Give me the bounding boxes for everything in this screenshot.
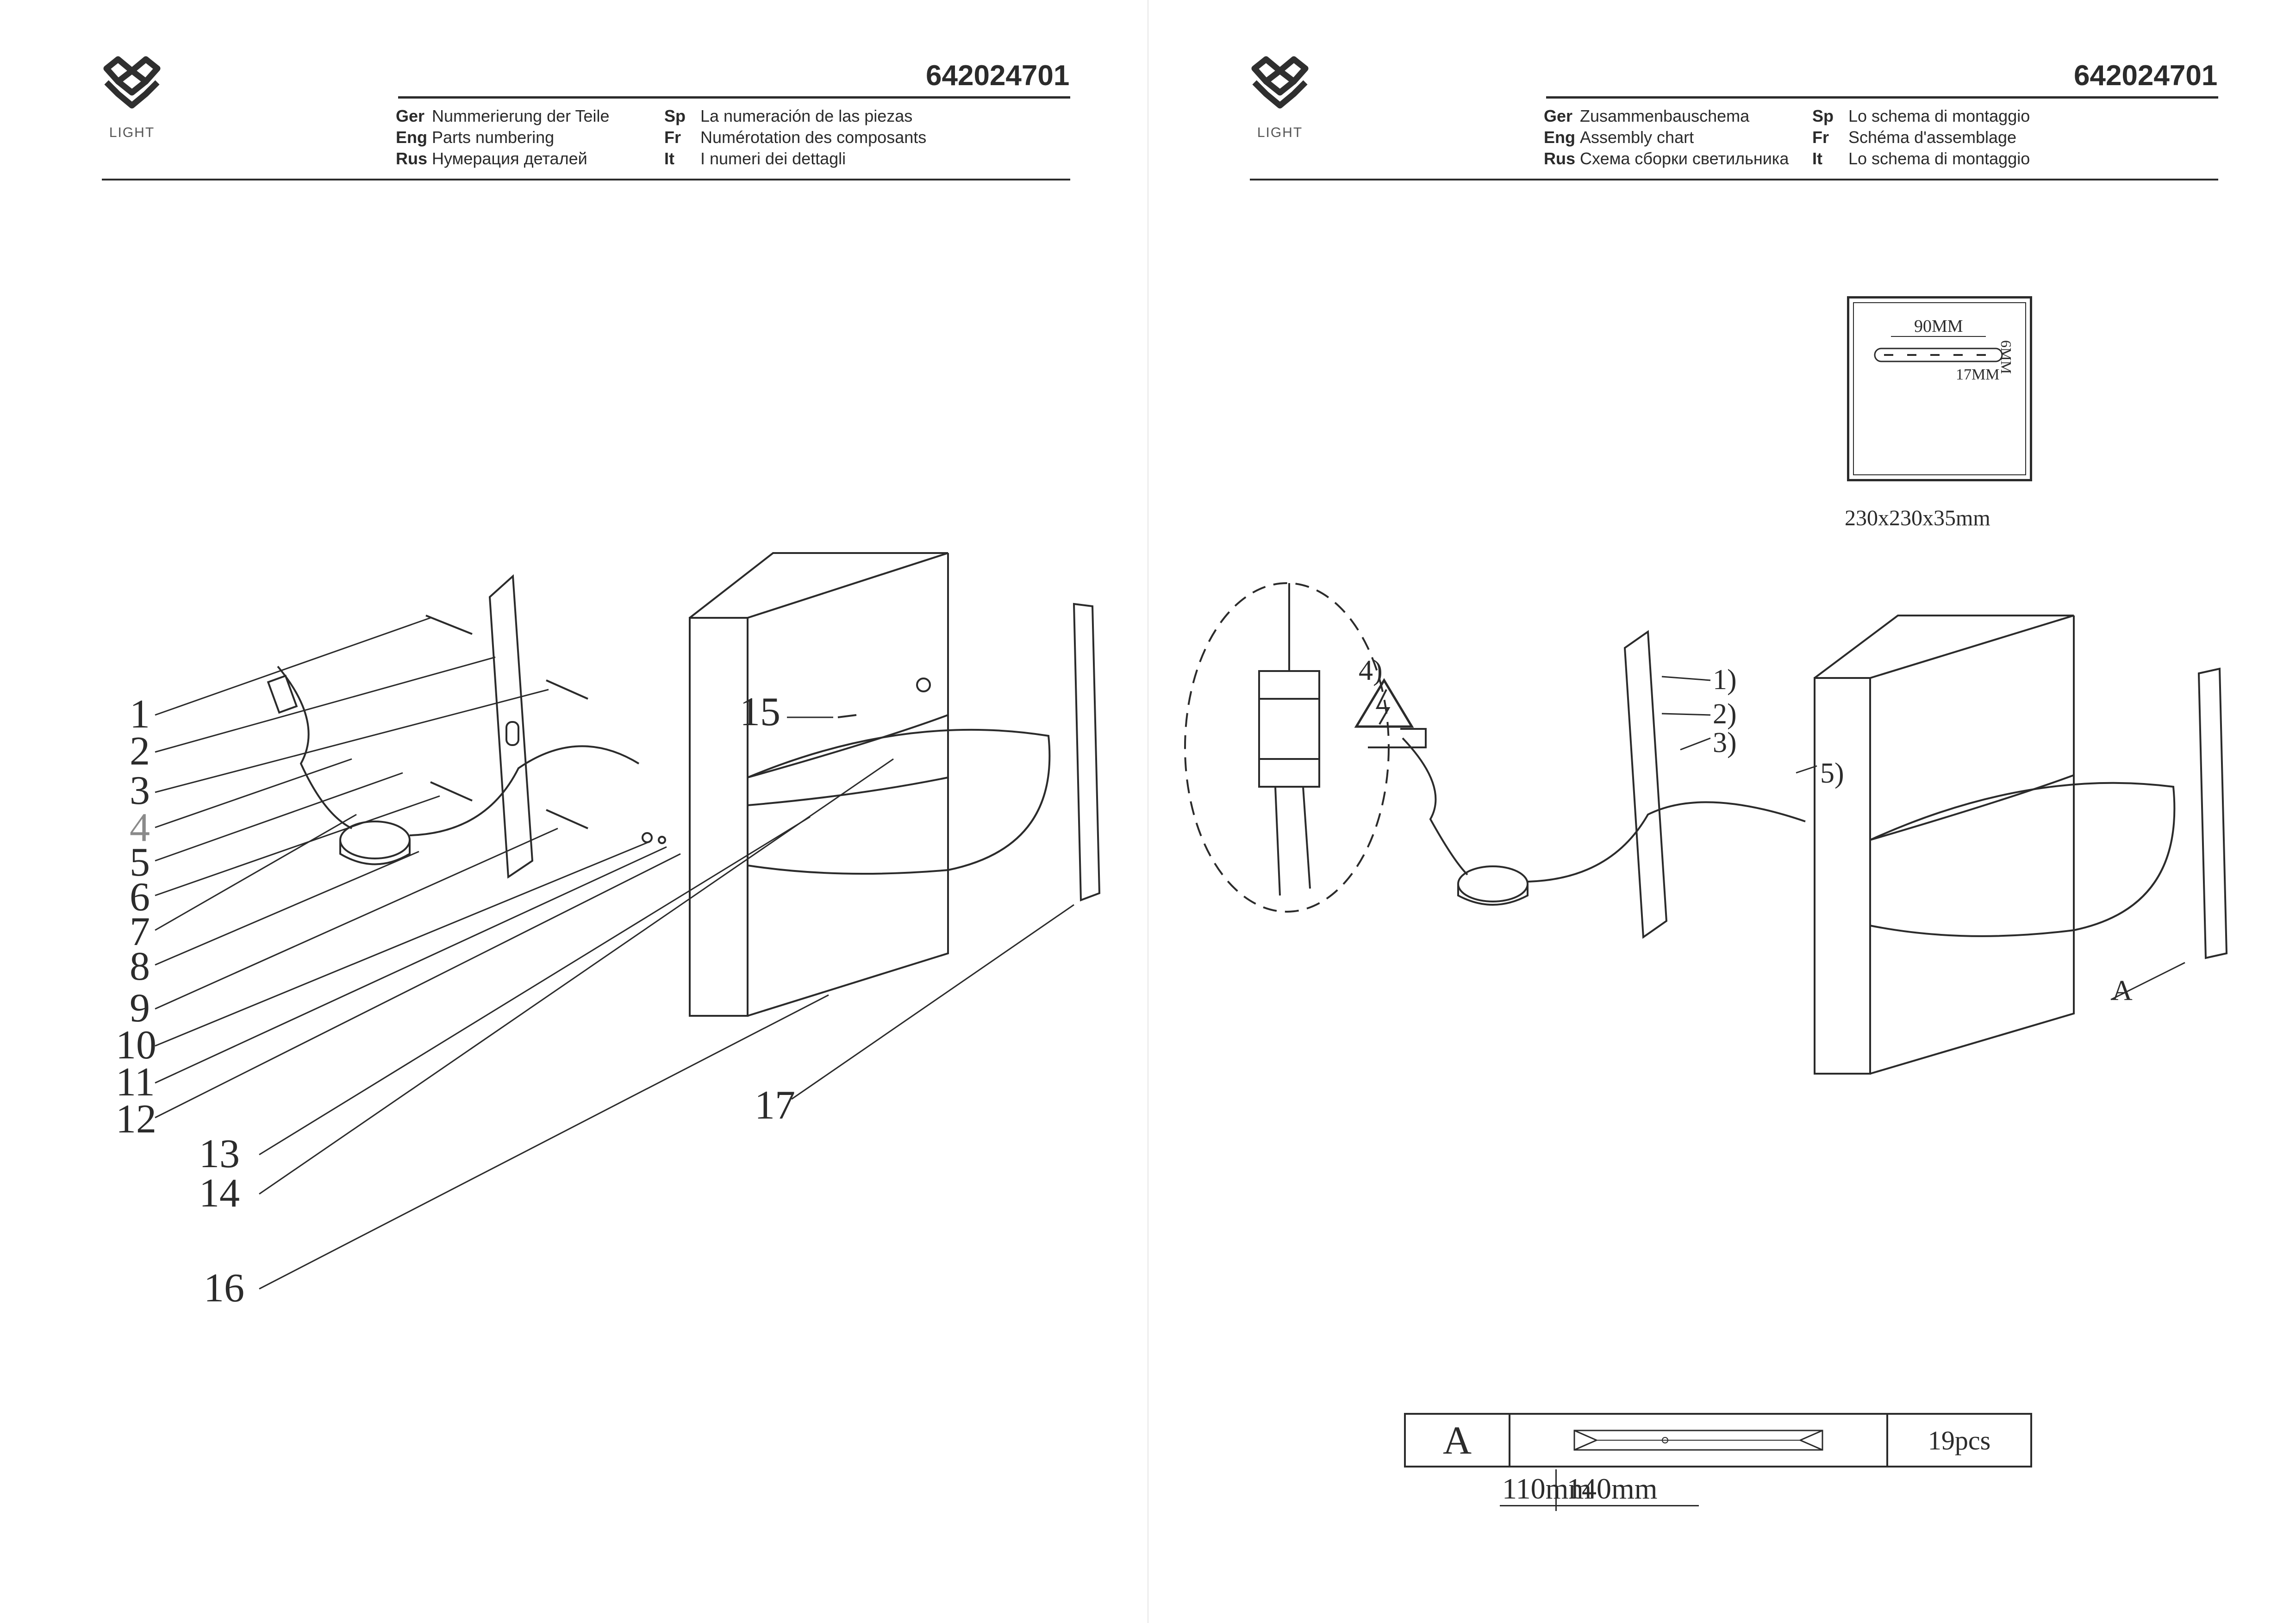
header-bottom-rule bbox=[1250, 179, 2218, 180]
terminal-connector bbox=[1258, 670, 1320, 788]
lamp-body-panel bbox=[689, 617, 749, 1017]
dim-line bbox=[1500, 1505, 1699, 1506]
document-code: 642024701 bbox=[926, 60, 1070, 92]
callout-4: 4 bbox=[130, 805, 150, 850]
callout-2: 2 bbox=[130, 729, 150, 774]
wall-anchor-bottom bbox=[430, 781, 473, 802]
terminal-block bbox=[267, 674, 298, 714]
callout-15: 15 bbox=[740, 690, 780, 734]
electric-hazard-icon bbox=[1354, 678, 1414, 728]
page-fold bbox=[1147, 0, 1149, 1623]
lamp-body-top bbox=[689, 552, 948, 619]
screw-upper bbox=[546, 679, 588, 700]
brand-logo: LIGHT bbox=[97, 55, 167, 140]
wall-anchor-top bbox=[425, 615, 473, 635]
hole-span-label: 90MM bbox=[1914, 317, 1963, 336]
lamp-body-side bbox=[747, 553, 949, 1017]
mount-holes-diagram bbox=[1874, 336, 2003, 362]
parts-table-drawing-cell bbox=[1509, 1413, 1888, 1468]
logo-icon bbox=[103, 56, 161, 109]
step-4-label: 4) bbox=[1359, 655, 1383, 686]
callout-11: 11 bbox=[116, 1060, 155, 1105]
wiring-detail-circle bbox=[1184, 582, 1390, 913]
washer bbox=[642, 832, 653, 843]
header-top-rule bbox=[398, 96, 1070, 99]
diffuser-strip bbox=[2197, 667, 2228, 959]
document-code: 642024701 bbox=[2074, 60, 2218, 92]
callout-17: 17 bbox=[755, 1083, 795, 1128]
logo-text: LIGHT bbox=[1257, 125, 1303, 140]
parts-table-count-cell: 19pcs bbox=[1886, 1413, 2032, 1468]
mounting-bracket bbox=[488, 574, 534, 879]
logo-text: LIGHT bbox=[109, 125, 155, 140]
callout-5: 5 bbox=[130, 840, 150, 885]
dim-divider bbox=[1555, 1469, 1557, 1511]
diffuser-strip-icon bbox=[1573, 1430, 1823, 1451]
header-top-rule bbox=[1546, 96, 2218, 99]
callout-10: 10 bbox=[116, 1023, 156, 1068]
grub-screw bbox=[916, 678, 931, 692]
screw-lower bbox=[546, 809, 588, 829]
exploded-parts-drawing bbox=[155, 552, 1101, 1290]
brand-logo-right: LIGHT bbox=[1245, 55, 1315, 140]
callout-3: 3 bbox=[130, 768, 150, 813]
mount-plate-detail: 90MM 6MM 17MM bbox=[1847, 296, 2032, 481]
curved-shade bbox=[1870, 782, 2176, 937]
dim-right-label: 140mm bbox=[1567, 1472, 1658, 1505]
callout-12: 12 bbox=[116, 1097, 156, 1142]
driver-box bbox=[1457, 865, 1529, 902]
step-2-label: 2) bbox=[1713, 698, 1737, 730]
lamp-body-top bbox=[1814, 615, 2074, 679]
callout-16: 16 bbox=[204, 1266, 244, 1311]
header-bottom-rule bbox=[102, 179, 1070, 180]
lamp-body-side bbox=[1870, 616, 2075, 1075]
hole-offset-label: 17MM bbox=[1956, 366, 2000, 383]
step-5-label: 5) bbox=[1820, 758, 1844, 789]
callout-7: 7 bbox=[130, 909, 150, 954]
lamp-body-panel bbox=[1814, 677, 1871, 1075]
diffuser-strip bbox=[1073, 603, 1101, 902]
callout-9: 9 bbox=[130, 986, 150, 1031]
callout-14: 14 bbox=[199, 1171, 240, 1216]
step-3-label: 3) bbox=[1713, 727, 1737, 759]
callout-13: 13 bbox=[199, 1132, 240, 1176]
part-a-label: A bbox=[2112, 975, 2133, 1007]
dim-left-label: 110mm bbox=[1502, 1472, 1592, 1505]
parts-table-label-cell: A bbox=[1404, 1413, 1510, 1468]
callout-1: 1 bbox=[130, 692, 150, 737]
set-screw-15 bbox=[837, 714, 857, 718]
plate-size-label: 230x230x35mm bbox=[1845, 506, 1990, 530]
logo-icon bbox=[1251, 56, 1309, 109]
step-1-label: 1) bbox=[1713, 664, 1737, 696]
bracket-slot bbox=[505, 721, 519, 746]
connection-wire bbox=[409, 745, 640, 836]
nut bbox=[658, 836, 666, 844]
mounting-bracket bbox=[1623, 630, 1668, 939]
assembly-drawing bbox=[1184, 582, 2228, 1075]
callout-8: 8 bbox=[130, 944, 150, 989]
hole-height-label: 6MM bbox=[1998, 340, 2015, 374]
connection-wire bbox=[1527, 801, 1806, 883]
callout-6: 6 bbox=[130, 875, 150, 920]
